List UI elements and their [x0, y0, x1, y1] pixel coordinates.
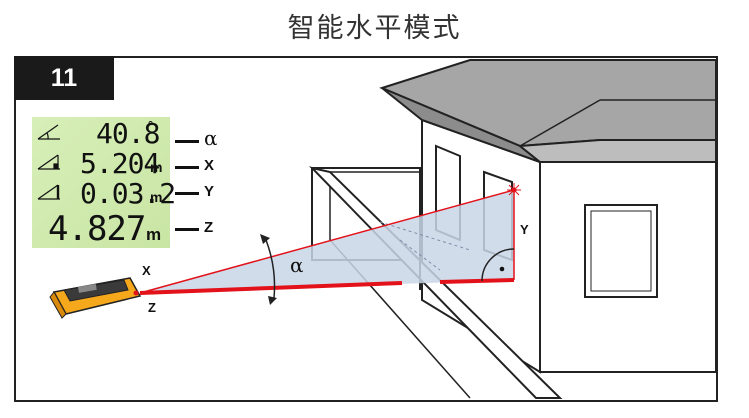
display-unit-angle: °: [148, 118, 154, 133]
label-alpha: α: [290, 253, 304, 277]
device-display: 40.8 ° 5.204 m 0.03.2 m 4.827 m: [32, 117, 176, 249]
right-angle-marker: [481, 248, 515, 282]
label-y: Y: [520, 222, 529, 237]
angle-icon: [37, 124, 60, 140]
legend-label-z: Z: [204, 219, 214, 236]
display-unit-y: m: [150, 189, 163, 205]
laser-target-point: [507, 183, 521, 197]
laser-meter-device: [49, 277, 142, 319]
legend-dash-z: [175, 228, 199, 231]
distance-icon: [37, 154, 60, 170]
legend-label-x: X: [204, 157, 215, 174]
height-icon: [37, 184, 60, 200]
legend-dash-x: [175, 166, 199, 169]
display-unit-x: m: [150, 159, 163, 175]
label-z: Z: [148, 300, 156, 315]
laser-line-x: [139, 189, 515, 294]
legend-dash-alpha: [175, 140, 199, 143]
laser-line-z: [139, 281, 403, 295]
legend-label-y: Y: [204, 183, 215, 200]
label-x: X: [142, 263, 151, 278]
step-badge: 11: [14, 56, 114, 100]
legend-dash-y: [175, 192, 199, 195]
display-value-y: 0.03.2: [80, 177, 176, 210]
display-value-x: 5.204: [80, 147, 160, 180]
display-unit-z: m: [146, 225, 162, 244]
page-title: 智能水平模式: [287, 13, 462, 44]
display-value-angle: 40.8: [96, 117, 160, 150]
alpha-arc: [265, 239, 276, 299]
house-window-side: [584, 204, 658, 298]
display-icons: [37, 124, 60, 200]
legend-label-alpha: α: [204, 126, 218, 150]
display-value-z: 4.827: [48, 209, 146, 249]
